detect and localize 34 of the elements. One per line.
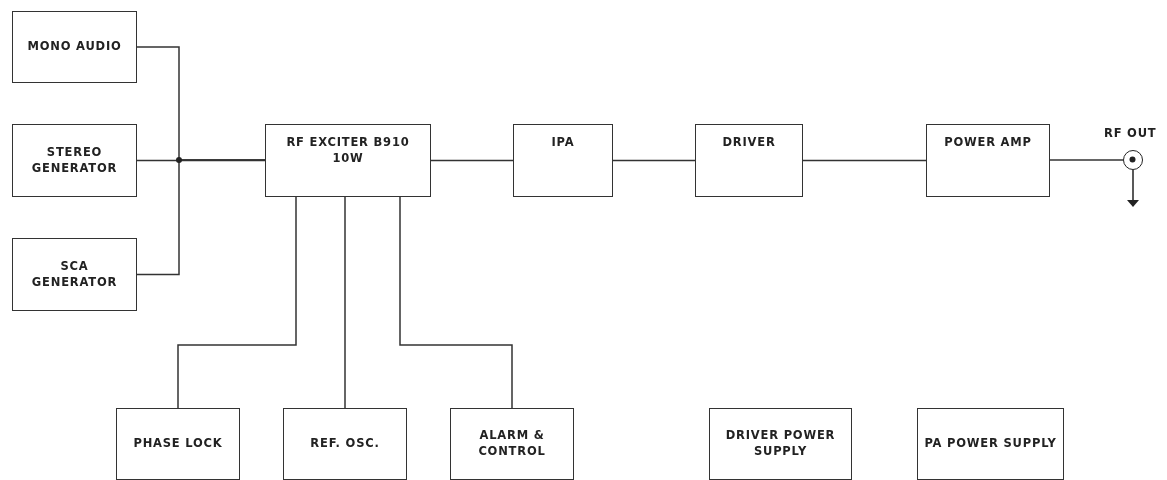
block-box	[283, 408, 407, 480]
block-box	[917, 408, 1064, 480]
connector-line	[802, 159, 927, 162]
block-box	[12, 124, 137, 197]
block-box	[116, 408, 240, 480]
connector-line	[430, 159, 514, 162]
connector-line	[177, 196, 297, 409]
block-label: DRIVER POWER SUPPLY	[724, 428, 837, 460]
block-label: MONO AUDIO	[27, 39, 122, 55]
connector-line	[399, 196, 513, 409]
connector-line	[344, 196, 346, 409]
block-box	[12, 11, 137, 83]
rf-connector-symbol	[1123, 150, 1143, 170]
block-label: SCA GENERATOR	[30, 259, 119, 290]
block-label: PA POWER SUPPLY	[924, 436, 1057, 452]
block-box	[450, 408, 574, 480]
connector-line	[1049, 159, 1124, 161]
block-box	[265, 124, 431, 197]
block-box	[513, 124, 613, 197]
output-label: RF OUT	[1104, 126, 1157, 140]
block-label: ALARM & CONTROL	[477, 428, 547, 460]
block-label: POWER AMP	[944, 135, 1032, 151]
block-box	[709, 408, 852, 480]
connector-line	[136, 159, 266, 276]
block-label: STEREO GENERATOR	[30, 145, 119, 176]
block-label: RF EXCITER B910 10W	[285, 135, 411, 167]
block-box	[12, 238, 137, 311]
block-label: IPA	[551, 135, 575, 151]
block-box	[695, 124, 803, 197]
block-label: DRIVER	[722, 135, 776, 151]
connector-line	[612, 159, 696, 162]
block-label: REF. OSC.	[310, 436, 380, 452]
block-box	[926, 124, 1050, 197]
block-label: PHASE LOCK	[133, 436, 223, 452]
